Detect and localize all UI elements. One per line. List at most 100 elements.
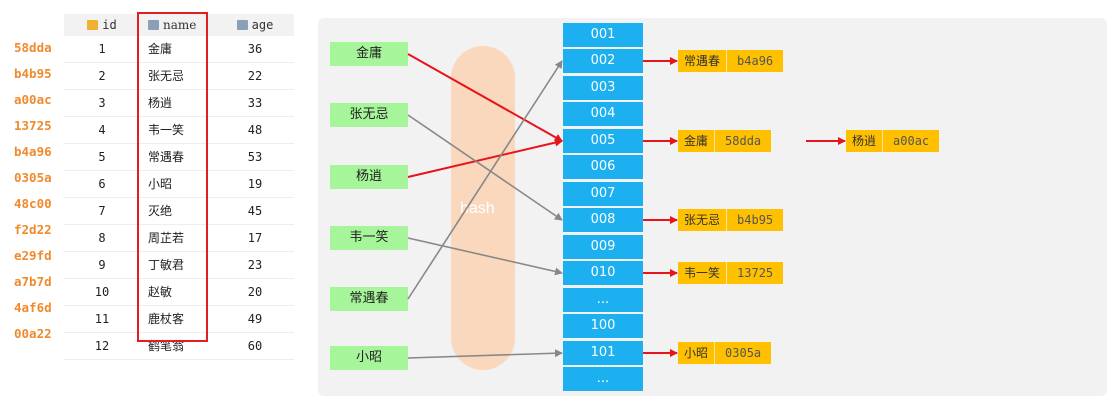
bucket: 001 xyxy=(563,23,643,47)
row-hash: 4af6d xyxy=(14,300,52,315)
key-box: 金庸 xyxy=(330,42,408,66)
cell-id: 7 xyxy=(98,204,106,218)
cell-id: 8 xyxy=(98,231,106,245)
cell-age: 33 xyxy=(247,96,263,110)
row-hash: 48c00 xyxy=(14,196,52,211)
arrow-yangxiao-005 xyxy=(407,138,563,178)
key-box: 韦一笑 xyxy=(330,226,408,250)
column-header-name[interactable]: name xyxy=(140,14,216,36)
row-hash: f2d22 xyxy=(14,222,52,237)
entry-hash: b4b95 xyxy=(737,213,774,227)
row-hash-column: 58dda b4b95 a00ac 13725 b4a96 0305a 48c0… xyxy=(14,36,64,348)
cell-name: 常遇春 xyxy=(148,150,185,164)
cell-name: 小昭 xyxy=(148,177,173,191)
entry-name: 韦一笑 xyxy=(678,262,728,284)
cell-age: 49 xyxy=(247,312,263,326)
table-row[interactable]: 1 金庸 36 xyxy=(64,36,294,63)
hash-function-band xyxy=(451,46,515,370)
chain-entry: 韦一笑 13725 xyxy=(678,262,784,284)
entry-name: 常遇春 xyxy=(678,50,728,72)
bucket: 100 xyxy=(563,314,643,338)
table-header: id name age xyxy=(64,14,294,36)
entry-name: 小昭 xyxy=(678,342,716,364)
cell-name: 张无忌 xyxy=(148,69,185,83)
bucket: 101 xyxy=(563,341,643,365)
bucket: 008 xyxy=(563,208,643,232)
cell-id: 3 xyxy=(98,96,106,110)
arrow-jinyong-005 xyxy=(407,53,563,142)
entry-name: 金庸 xyxy=(678,130,716,152)
row-hash: a00ac xyxy=(14,92,52,107)
table-row[interactable]: 10 赵敏 20 xyxy=(64,279,294,306)
row-hash: b4a96 xyxy=(14,144,52,159)
cell-id: 1 xyxy=(98,42,106,56)
cell-name: 灭绝 xyxy=(148,204,173,218)
row-hash: e29fd xyxy=(14,248,52,263)
cell-age: 19 xyxy=(247,177,263,191)
cell-id: 6 xyxy=(98,177,106,191)
cell-age: 60 xyxy=(247,339,263,353)
row-hash: 13725 xyxy=(14,118,52,133)
column-icon xyxy=(236,20,248,30)
key-box: 张无忌 xyxy=(330,103,408,127)
cell-age: 36 xyxy=(247,42,263,56)
arrow-changyuchun-002 xyxy=(407,60,563,300)
column-header-label: age xyxy=(251,18,274,32)
cell-age: 48 xyxy=(247,123,263,137)
column-header-id[interactable]: id xyxy=(64,14,140,36)
cell-name: 周芷若 xyxy=(148,231,185,245)
cell-id: 12 xyxy=(94,339,110,353)
cell-age: 20 xyxy=(247,285,263,299)
entry-hash: b4a96 xyxy=(737,54,774,68)
cell-name: 韦一笑 xyxy=(148,123,185,137)
arrow-weiyixiao-010 xyxy=(407,237,563,276)
chain-entry: 杨逍 a00ac xyxy=(846,130,940,152)
arrow-xiaozhao-101 xyxy=(407,349,563,359)
cell-name: 金庸 xyxy=(148,42,173,56)
bucket: 006 xyxy=(563,155,643,179)
cell-name: 丁敏君 xyxy=(148,258,185,272)
table-row[interactable]: 2 张无忌 22 xyxy=(64,63,294,90)
bucket: 002 xyxy=(563,49,643,73)
bucket: 010 xyxy=(563,261,643,285)
cell-id: 9 xyxy=(98,258,106,272)
key-box: 杨逍 xyxy=(330,165,408,189)
arrow-zhangwuji-008 xyxy=(407,114,563,221)
cell-name: 赵敏 xyxy=(148,285,173,299)
table-row[interactable]: 6 小昭 19 xyxy=(64,171,294,198)
cell-id: 10 xyxy=(94,285,110,299)
bucket: 007 xyxy=(563,182,643,206)
key-box: 小昭 xyxy=(330,346,408,370)
chain-entry: 金庸 58dda xyxy=(678,130,772,152)
row-hash: 58dda xyxy=(14,40,52,55)
cell-id: 2 xyxy=(98,69,106,83)
entry-hash: 13725 xyxy=(737,266,774,280)
cell-age: 22 xyxy=(247,69,263,83)
primary-key-icon xyxy=(87,20,99,30)
row-hash: a7b7d xyxy=(14,274,52,289)
entry-hash: 0305a xyxy=(725,346,762,360)
row-hash: 00a22 xyxy=(14,326,52,341)
bucket: ... xyxy=(563,288,643,312)
chain-entry: 张无忌 b4b95 xyxy=(678,209,784,231)
table-row[interactable]: 8 周芷若 17 xyxy=(64,225,294,252)
bucket: 004 xyxy=(563,102,643,126)
name-column-highlight xyxy=(137,12,208,342)
column-header-age[interactable]: age xyxy=(216,14,294,36)
cell-id: 5 xyxy=(98,150,106,164)
chain-entry: 小昭 0305a xyxy=(678,342,772,364)
chain-entry: 常遇春 b4a96 xyxy=(678,50,784,72)
entry-name: 张无忌 xyxy=(678,209,728,231)
row-hash: b4b95 xyxy=(14,66,52,81)
bucket: 005 xyxy=(563,129,643,153)
cell-id: 11 xyxy=(94,312,110,326)
cell-age: 17 xyxy=(247,231,263,245)
